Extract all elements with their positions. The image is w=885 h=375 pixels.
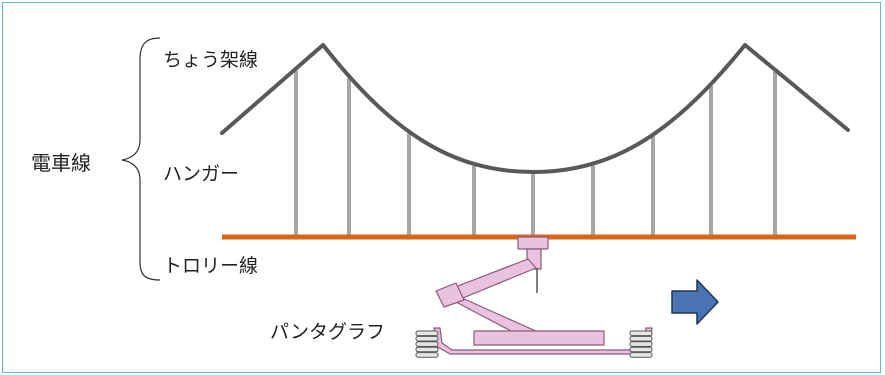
spring-coil [415,335,439,342]
spring-coil [415,330,439,337]
insulator-left [415,330,439,358]
spring-coil [629,335,653,342]
insulator-right [629,330,653,358]
messenger-wire-label: ちょう架線 [163,49,258,71]
spring-coil [629,330,653,337]
trolley-wire-label: トロリー線 [163,255,258,277]
right-arrow-icon [671,279,719,325]
overhead-line-label: 電車線 [31,151,91,175]
pantograph-label: パンタグラフ [270,321,385,343]
spring-coil [629,352,653,358]
brace [121,37,161,281]
hangers [294,70,777,235]
messenger-wire [220,43,850,174]
spring-coil [415,341,439,347]
spring-coil [629,341,653,347]
spring-coil [415,346,439,353]
pantograph-icon [433,236,653,355]
spring-coil [629,346,653,353]
spring-coil [415,352,439,358]
hanger-label: ハンガー [163,163,239,185]
